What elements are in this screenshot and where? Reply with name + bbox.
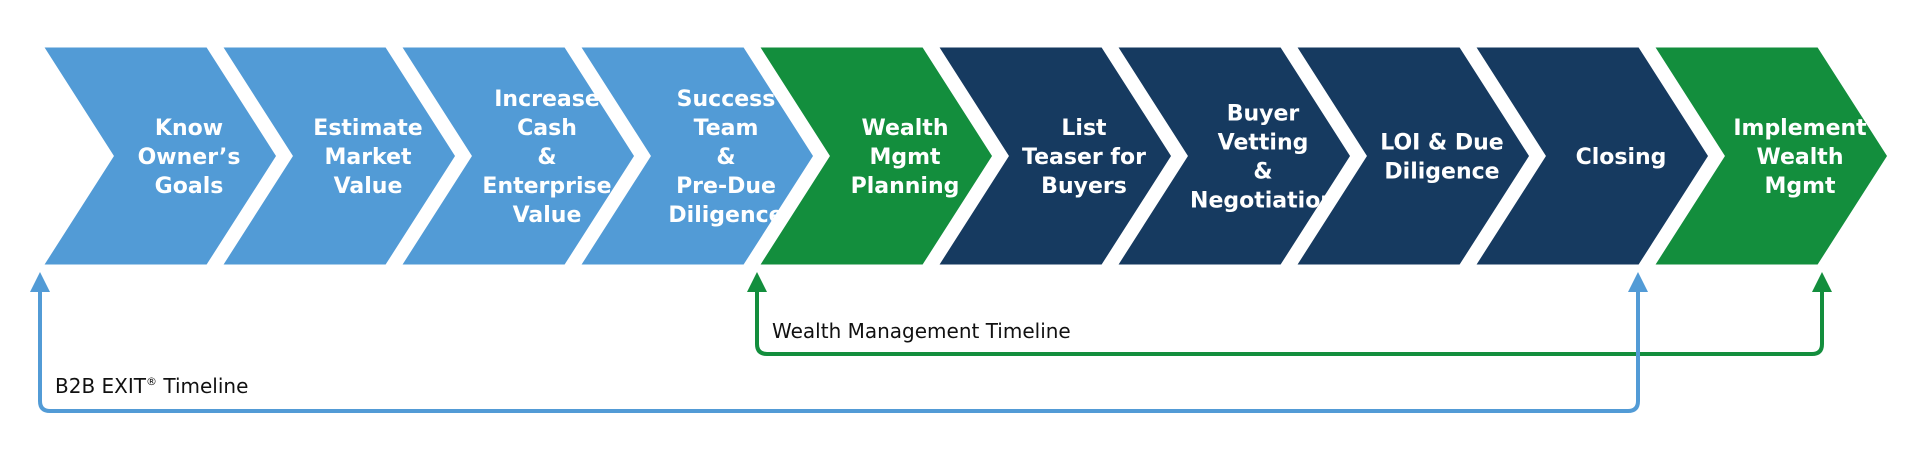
chevron-step-label-line: Value xyxy=(334,174,403,199)
chevron-step-6 xyxy=(930,42,1177,270)
chevron-step-label-line: Vetting xyxy=(1218,131,1309,156)
chevron-step-label-line: Wealth xyxy=(1757,145,1844,170)
chevron-step-label-line: Planning xyxy=(851,174,960,199)
chevron-step-label-line: Cash xyxy=(517,116,577,141)
chevron-step-10 xyxy=(1646,42,1893,270)
chevron-step-4 xyxy=(572,42,819,270)
chevron-step-label-line: Know xyxy=(155,116,223,141)
chevron-step-label-line: Market xyxy=(324,145,412,170)
chevron-step-label-line: Teaser for xyxy=(1022,145,1146,170)
chevron-step-label-line: Buyer xyxy=(1227,102,1300,127)
chevron-step-label-line: Wealth xyxy=(862,116,949,141)
chevron-step-7 xyxy=(1109,42,1356,270)
chevron-step-label-line: Diligence xyxy=(1384,160,1499,185)
chevron-step-label-line: Increase xyxy=(494,87,600,112)
chevron-step-label-line: Mgmt xyxy=(1764,174,1836,199)
chevron-step-label-line: & xyxy=(537,145,556,170)
chevron-step-label-line: Pre-Due xyxy=(676,174,776,199)
chevron-step-label-line: Goals xyxy=(155,174,224,199)
chevron-step-label-line: Enterprise xyxy=(482,174,611,199)
chevron-step-label-line: Success xyxy=(677,87,776,112)
chevron-step-label-line: Closing xyxy=(1576,145,1667,170)
wealth-timeline-bracket xyxy=(747,272,1832,356)
chevron-step-3 xyxy=(393,42,640,270)
exit-timeline-bracket xyxy=(30,272,1648,413)
chevron-step-label-9: Closing xyxy=(1576,145,1667,170)
chevron-step-label-line: & xyxy=(1253,160,1272,185)
chevron-step-label-line: & xyxy=(716,145,735,170)
chevron-step-label-line: Diligence xyxy=(668,203,783,228)
chevron-step-label-line: LOI & Due xyxy=(1380,131,1503,156)
chevron-step-9 xyxy=(1467,42,1714,270)
chevron-step-label-line: Team xyxy=(694,116,759,141)
chevron-step-label-line: Implement xyxy=(1733,116,1867,141)
chevron-step-5 xyxy=(751,42,998,270)
wealth-timeline-label: Wealth Management Timeline xyxy=(772,319,1071,343)
chevron-step-label-line: Value xyxy=(513,203,582,228)
chevron-step-label-line: List xyxy=(1061,116,1107,141)
chevron-step-label-line: Estimate xyxy=(313,116,422,141)
exit-timeline-label: B2B EXIT® Timeline xyxy=(55,374,248,398)
chevron-step-label-line: Mgmt xyxy=(869,145,941,170)
chevron-step-2 xyxy=(214,42,461,270)
chevron-step-8 xyxy=(1288,42,1535,270)
chevron-step-label-line: Owner’s xyxy=(138,145,241,170)
chevron-step-1 xyxy=(35,42,282,270)
chevron-step-label-line: Negotiation xyxy=(1190,189,1336,214)
chevron-step-label-line: Buyers xyxy=(1041,174,1127,199)
